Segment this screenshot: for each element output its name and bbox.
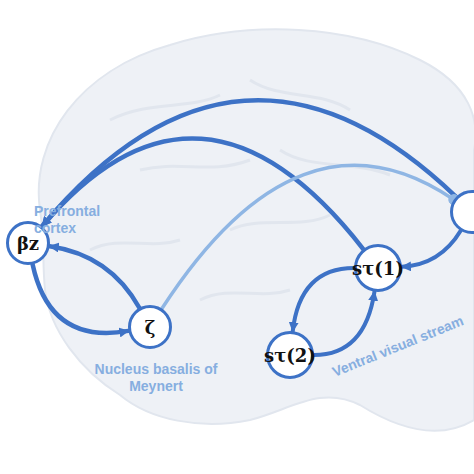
state-circle: ζ: [128, 305, 172, 349]
state-circle: sτ(1): [354, 244, 402, 292]
connection-arrow: [50, 246, 140, 308]
node-symbol: sτ(1): [352, 258, 404, 279]
region-label: Nucleus basalis of Meynert: [92, 361, 220, 395]
state-circle: [450, 190, 474, 234]
connection-arrow: [314, 292, 374, 355]
node-symbol: ζ: [145, 317, 156, 338]
connection-arrow: [402, 231, 461, 267]
circle-outline: [450, 190, 474, 234]
node-symbol: sτ(2): [264, 345, 316, 366]
region-label: Ventral visual stream: [321, 309, 474, 385]
connection-arrow: [293, 268, 354, 331]
state-circle: sτ(2): [266, 331, 314, 379]
region-label: Prefrontal cortex: [34, 203, 114, 237]
connection-arrow: [42, 138, 363, 249]
